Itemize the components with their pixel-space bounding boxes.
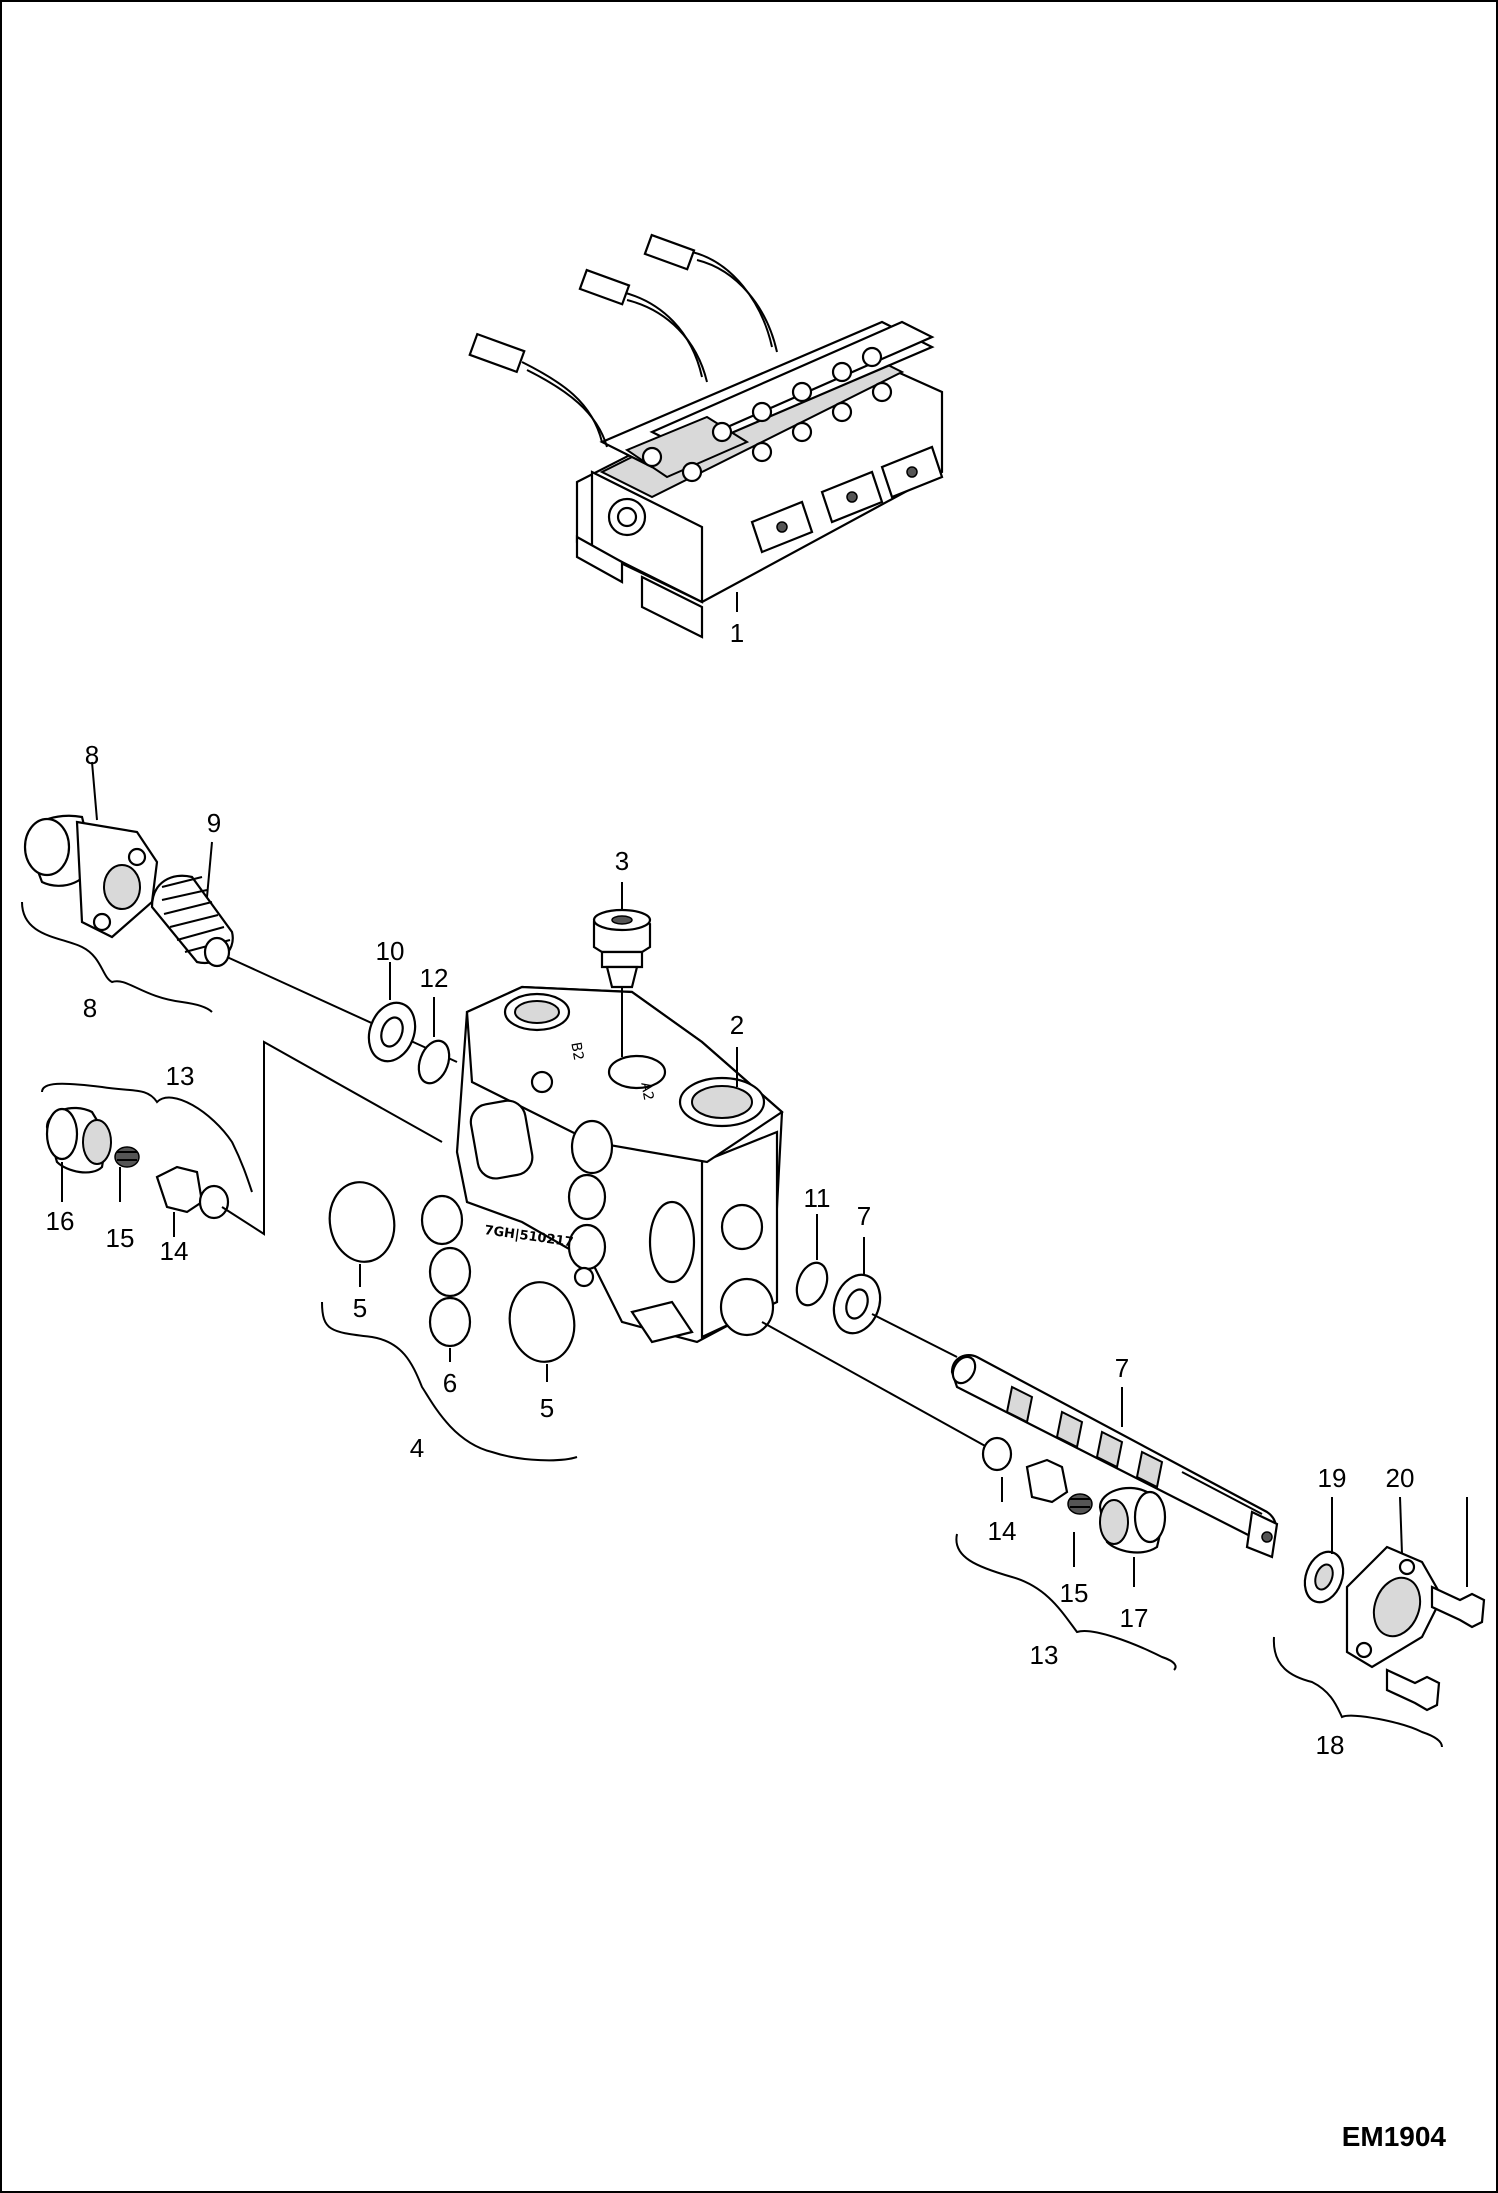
poppet-14-left: [155, 1165, 230, 1220]
callout-14-left: 14: [160, 1236, 189, 1266]
callout-7-upper: 10: [376, 936, 405, 966]
callout-5-right: 5: [540, 1393, 554, 1423]
spring-15-right: [1067, 1493, 1093, 1515]
callout-6: 6: [443, 1368, 457, 1398]
callout-4: 4: [410, 1433, 424, 1463]
callout-11: 8: [85, 740, 99, 770]
callout-10: 8: [83, 993, 97, 1023]
o-rings-6: [420, 1194, 472, 1348]
assembly-axis-line-upper-left: [226, 956, 458, 1063]
callout-8-right: 11: [804, 1183, 831, 1213]
port-marking-a2: A2: [637, 1081, 656, 1102]
leader-19: [1399, 1496, 1403, 1555]
callout-16-right: 17: [1120, 1603, 1149, 1633]
callout-13-left: 13: [166, 1061, 195, 1091]
bracket-13-left: [41, 1082, 253, 1193]
seal-ring-7-upper: [367, 1001, 417, 1063]
plug-illustration: [592, 908, 652, 989]
callout-13-right: 13: [1030, 1640, 1059, 1670]
callout-15-right: 15: [1060, 1578, 1089, 1608]
o-ring-5-left: [328, 1181, 396, 1263]
bracket-13-right: [955, 1533, 1177, 1671]
bracket-17: [1272, 1636, 1443, 1748]
bracket-10: [21, 901, 213, 1013]
callout-14-right: 14: [988, 1516, 1017, 1546]
assembly-axis-line-lower-right: [761, 1321, 988, 1448]
spring-15-left: [114, 1146, 140, 1168]
callout-5-left: 5: [353, 1293, 367, 1323]
valve-section-body-illustration: B2 A2 7GH|510217: [455, 985, 784, 1344]
spool-illustration: [950, 1354, 1279, 1559]
callout-18: 19: [1318, 1463, 1347, 1493]
callout-3: 3: [615, 846, 629, 876]
check-plug-16-left: [45, 1107, 112, 1174]
cover-plate-19: [1345, 1545, 1444, 1669]
callout-12: 9: [207, 808, 221, 838]
check-plug-16-right: [1098, 1487, 1167, 1554]
poppet-14-right: [981, 1436, 1069, 1504]
callout-1: 1: [730, 618, 744, 648]
valve-assembly-illustration: [468, 233, 944, 639]
o-ring-8-upper: [417, 1039, 451, 1085]
seal-ring-7-right: [832, 1273, 882, 1335]
o-ring-8-right: [795, 1261, 829, 1307]
o-ring-5-right: [508, 1281, 576, 1363]
leader-11: [91, 761, 98, 821]
figure-code: EM1904: [1341, 2121, 1446, 2152]
bracket-4: [321, 1301, 578, 1462]
callout-19: 20: [1386, 1463, 1415, 1493]
callout-9: 7: [1115, 1353, 1129, 1383]
callout-15-left: 15: [106, 1223, 135, 1253]
port-marking-b2: B2: [567, 1041, 586, 1062]
callout-2: 2: [730, 1010, 744, 1040]
spring-illustration: [150, 874, 234, 968]
seal-18: [1303, 1550, 1345, 1604]
leader-12: [206, 841, 213, 898]
assembly-axis-line-left: [221, 1040, 443, 1236]
capscrews-20: [1385, 1585, 1486, 1712]
spring-cap-illustration: [23, 814, 159, 939]
callout-8-upper: 12: [420, 963, 449, 993]
callout-16-left: 16: [46, 1206, 75, 1236]
callout-17: 18: [1316, 1730, 1345, 1760]
assembly-axis-line-spool: [871, 1313, 958, 1358]
callout-7-right: 7: [857, 1201, 871, 1231]
